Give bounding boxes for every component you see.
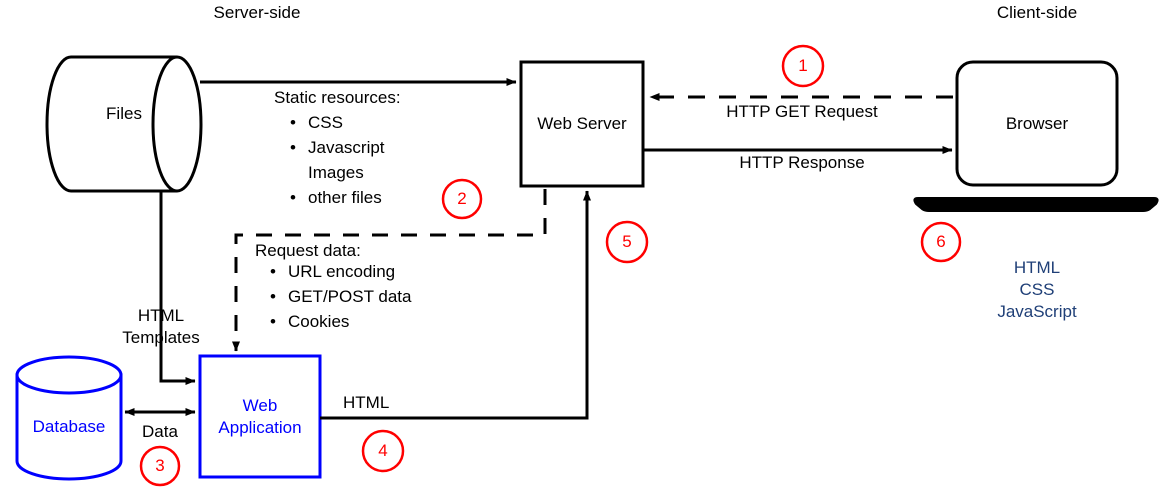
node-label-database: Database	[32, 417, 106, 436]
step-marker-circle-6	[920, 221, 962, 263]
static-resources-item-label: Javascript	[308, 138, 385, 157]
step-marker-label-2: 2	[457, 189, 467, 208]
files-cylinder-shape	[45, 55, 203, 193]
step-marker-label-1: 1	[798, 56, 808, 75]
request-data-item-label: Cookies	[288, 312, 350, 331]
static-resources-item: Images	[290, 160, 385, 185]
bullet-icon: •	[290, 113, 296, 132]
bullet-icon: •	[270, 287, 276, 306]
step-marker-circle-2	[441, 178, 483, 220]
bullet-icon: •	[270, 262, 276, 281]
static-resources-item-label: other files	[308, 188, 382, 207]
step-marker-label-4: 4	[378, 441, 388, 460]
node-label-web-server: Web Server	[537, 114, 627, 133]
static-resources-title: Static resources:	[274, 88, 401, 107]
edge-label-html: HTML	[343, 393, 390, 412]
client-tech-javascript: JavaScript	[997, 302, 1077, 321]
static-resources-item-label: Images	[308, 163, 364, 182]
browser-box-shape	[955, 60, 1119, 187]
request-data-title: Request data:	[255, 241, 361, 260]
web-application-box-shape	[198, 354, 322, 479]
node-label-web-application-line2: Application	[218, 418, 302, 437]
step-marker-circle-3	[139, 445, 181, 487]
edge-files-to-web-application	[159, 191, 196, 385]
step-marker-label-3: 3	[155, 456, 165, 475]
laptop-base-shape	[913, 197, 1159, 212]
edge-label-http-response: HTTP Response	[739, 153, 865, 172]
edge-label-data: Data	[142, 422, 178, 441]
node-label-files: Files	[106, 104, 142, 123]
static-resources-list: • CSS • Javascript Images • other files	[290, 110, 385, 210]
database-cylinder-shape	[15, 355, 123, 481]
static-resources-item: • CSS	[290, 110, 385, 135]
step-marker-label-6: 6	[936, 232, 946, 251]
request-data-item-label: GET/POST data	[288, 287, 412, 306]
node-label-browser: Browser	[1005, 114, 1069, 133]
static-resources-item: • Javascript	[290, 135, 385, 160]
request-data-item: • URL encoding	[270, 259, 411, 284]
step-marker-circle-1	[781, 44, 825, 88]
client-tech-css: CSS	[1019, 280, 1055, 299]
edge-label-html-templates-line2: Templates	[122, 328, 200, 347]
bullet-icon: •	[270, 312, 276, 331]
request-data-item-label: URL encoding	[288, 262, 396, 281]
static-resources-item: • other files	[290, 185, 385, 210]
edge-label-html-templates-line1: HTML	[137, 306, 185, 325]
edge-web-application-to-web-server	[320, 190, 591, 420]
step-marker-label-5: 5	[622, 232, 632, 251]
bullet-icon: •	[290, 138, 296, 157]
client-tech-html: HTML	[1013, 258, 1061, 277]
edge-label-http-get-request: HTTP GET Request	[726, 102, 878, 121]
edge-web-server-to-web-application-dashed	[232, 189, 547, 352]
request-data-item: • GET/POST data	[270, 284, 411, 309]
section-title-client-side: Client-side	[996, 3, 1078, 22]
node-label-web-application-line1: Web	[242, 396, 278, 415]
step-marker-circle-4	[361, 429, 405, 473]
static-resources-item-label: CSS	[308, 113, 343, 132]
step-marker-circle-5	[605, 220, 649, 264]
bullet-icon: •	[290, 188, 296, 207]
section-title-server-side: Server-side	[213, 3, 301, 22]
web-server-box-shape	[519, 60, 645, 188]
request-data-item: • Cookies	[270, 309, 411, 334]
request-data-list: • URL encoding • GET/POST data • Cookies	[270, 259, 411, 334]
